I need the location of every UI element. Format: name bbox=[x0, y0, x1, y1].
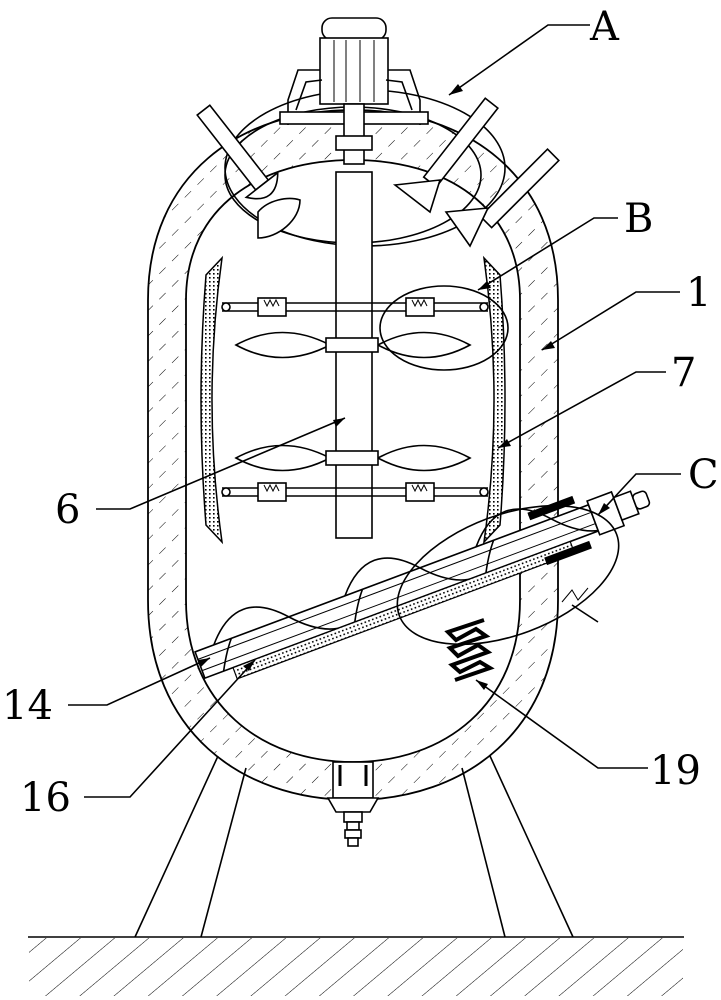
detail-circle-c bbox=[396, 504, 620, 646]
upper-blades bbox=[234, 331, 472, 359]
label-a: A bbox=[589, 4, 620, 50]
label-b: B bbox=[624, 196, 653, 242]
label-14: 14 bbox=[2, 683, 53, 729]
feed-chutes bbox=[196, 97, 560, 248]
lower-stirring-arm bbox=[221, 482, 489, 502]
label-1: 1 bbox=[686, 270, 711, 316]
label-7: 7 bbox=[671, 350, 696, 396]
ground bbox=[27, 936, 685, 998]
stirring-shaft bbox=[335, 103, 373, 539]
screw-conveyor bbox=[194, 490, 651, 680]
detail-circle-b bbox=[379, 285, 509, 371]
upper-stirring-arm bbox=[221, 297, 489, 317]
motor bbox=[279, 17, 429, 125]
label-16: 16 bbox=[20, 775, 71, 821]
discharge-nozzle bbox=[326, 761, 380, 847]
label-6: 6 bbox=[55, 487, 80, 533]
lower-blades bbox=[234, 444, 472, 472]
leader-lines bbox=[68, 24, 681, 798]
label-c: C bbox=[688, 452, 719, 498]
support-legs bbox=[134, 755, 574, 938]
scraper-screens bbox=[200, 255, 506, 545]
label-19: 19 bbox=[650, 748, 701, 794]
spring bbox=[444, 618, 495, 682]
